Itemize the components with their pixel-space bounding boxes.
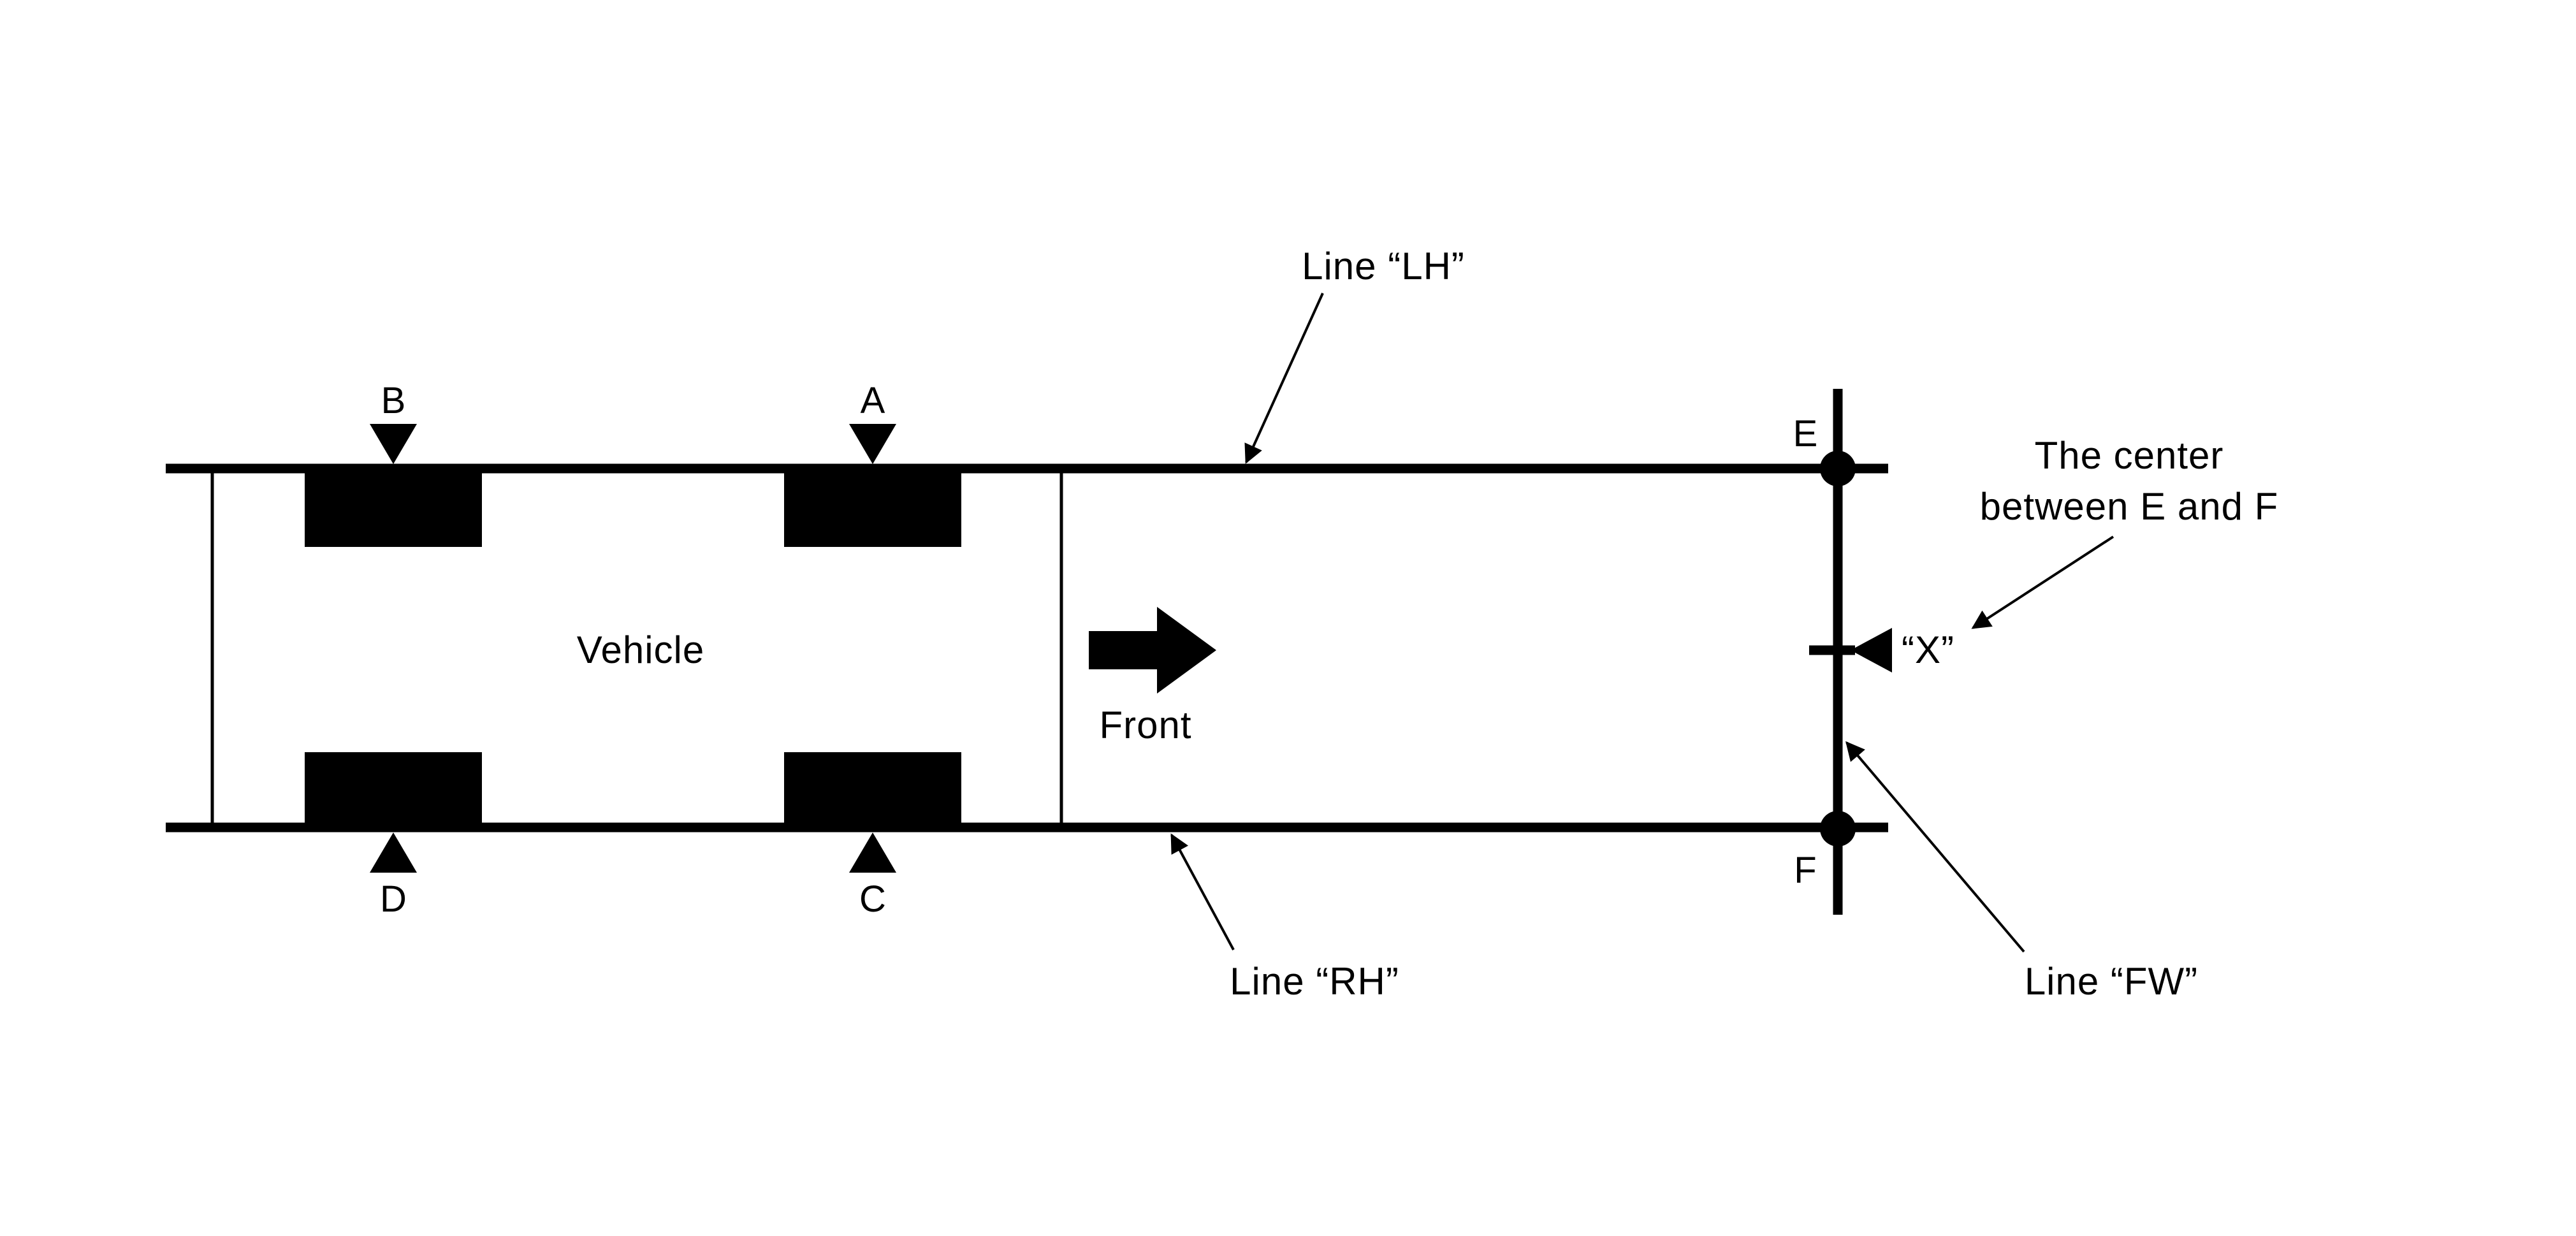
line-fw-label: Line “FW” — [2025, 960, 2198, 1003]
point-d-label: D — [380, 878, 407, 920]
point-e-label: E — [1793, 413, 1818, 454]
point-c-marker — [849, 832, 896, 873]
wheel-rear-right — [305, 752, 482, 825]
point-f-dot — [1820, 811, 1856, 847]
center-x-marker — [1851, 628, 1892, 673]
center-note-line2: between E and F — [1980, 485, 2279, 528]
wheel-rear-left — [305, 472, 482, 547]
leader-line-fw — [1845, 741, 2025, 953]
point-a-marker — [849, 424, 896, 464]
wheel-front-left — [784, 472, 961, 547]
leader-line-rh — [1170, 833, 1235, 950]
center-note-line1: The center — [2035, 434, 2224, 477]
line-lh-label: Line “LH” — [1302, 245, 1465, 287]
point-b-label: B — [381, 380, 406, 421]
x-marker-label: “X” — [1902, 629, 1954, 671]
front-label: Front — [1099, 704, 1191, 746]
front-arrow-icon — [1089, 607, 1216, 694]
point-b-marker — [370, 424, 417, 464]
leader-line-lh — [1244, 293, 1324, 464]
wheel-front-right — [784, 752, 961, 825]
leader-line-center — [1971, 535, 2114, 629]
point-d-marker — [370, 832, 417, 873]
point-f-label: F — [1794, 850, 1816, 891]
vehicle-label: Vehicle — [577, 629, 704, 671]
line-rh-label: Line “RH” — [1230, 960, 1399, 1003]
point-c-label: C — [859, 878, 886, 920]
point-e-dot — [1820, 451, 1856, 486]
point-a-label: A — [861, 380, 885, 421]
